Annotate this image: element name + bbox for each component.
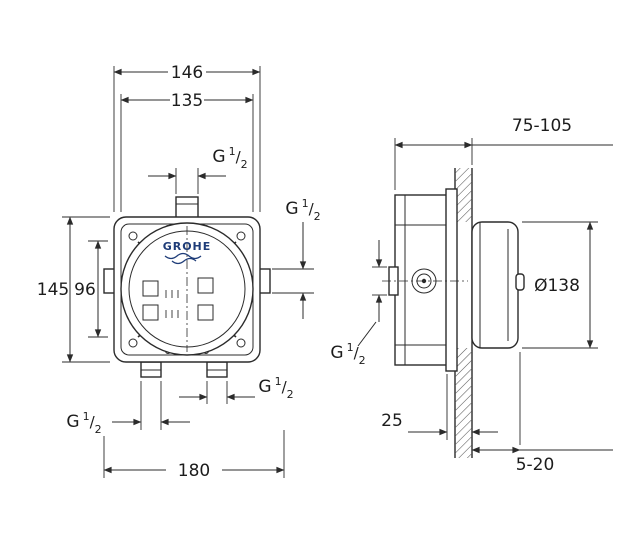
- dimension-inner-width: 135: [120, 91, 254, 212]
- dim-plate-diameter-label: Ø138: [534, 276, 580, 296]
- dimension-protrusion: 5-20: [471, 352, 613, 475]
- wall-hatch-top: [455, 168, 472, 222]
- dimension-outer-width: 146: [113, 63, 261, 212]
- dimension-inner-height: 96: [74, 240, 108, 338]
- grohe-logo-waves: [164, 252, 202, 265]
- plate-knob: [515, 273, 525, 291]
- dimension-plate-diameter: Ø138: [522, 221, 598, 349]
- dimension-bottom-width: 180: [103, 430, 285, 481]
- cover-plate-side: [471, 221, 519, 349]
- dim-inner-width-label: 135: [171, 91, 203, 111]
- wall-hatch-bottom: [455, 348, 472, 458]
- grohe-logo: GROHE: [163, 240, 212, 253]
- dimension-outer-height: 145: [37, 216, 110, 363]
- dim-outer-height-label: 145: [37, 280, 69, 300]
- dim-depth-range-label: 75-105: [512, 116, 572, 136]
- front-view: GROHE: [103, 196, 271, 378]
- dim-min-depth-label: 25: [381, 411, 403, 431]
- dim-bottom-width-label: 180: [178, 461, 210, 481]
- dim-inner-height-label: 96: [74, 280, 96, 300]
- dimension-min-depth: 25: [381, 374, 498, 440]
- dimension-install-depth: 75-105: [394, 116, 613, 190]
- internal-component-symbols: [142, 277, 214, 321]
- dim-outer-width-label: 146: [171, 63, 203, 83]
- dim-protrusion-label: 5-20: [516, 455, 555, 475]
- side-view: [382, 168, 525, 458]
- top-connection-stub: [175, 196, 199, 219]
- box-flange-side: [445, 188, 458, 372]
